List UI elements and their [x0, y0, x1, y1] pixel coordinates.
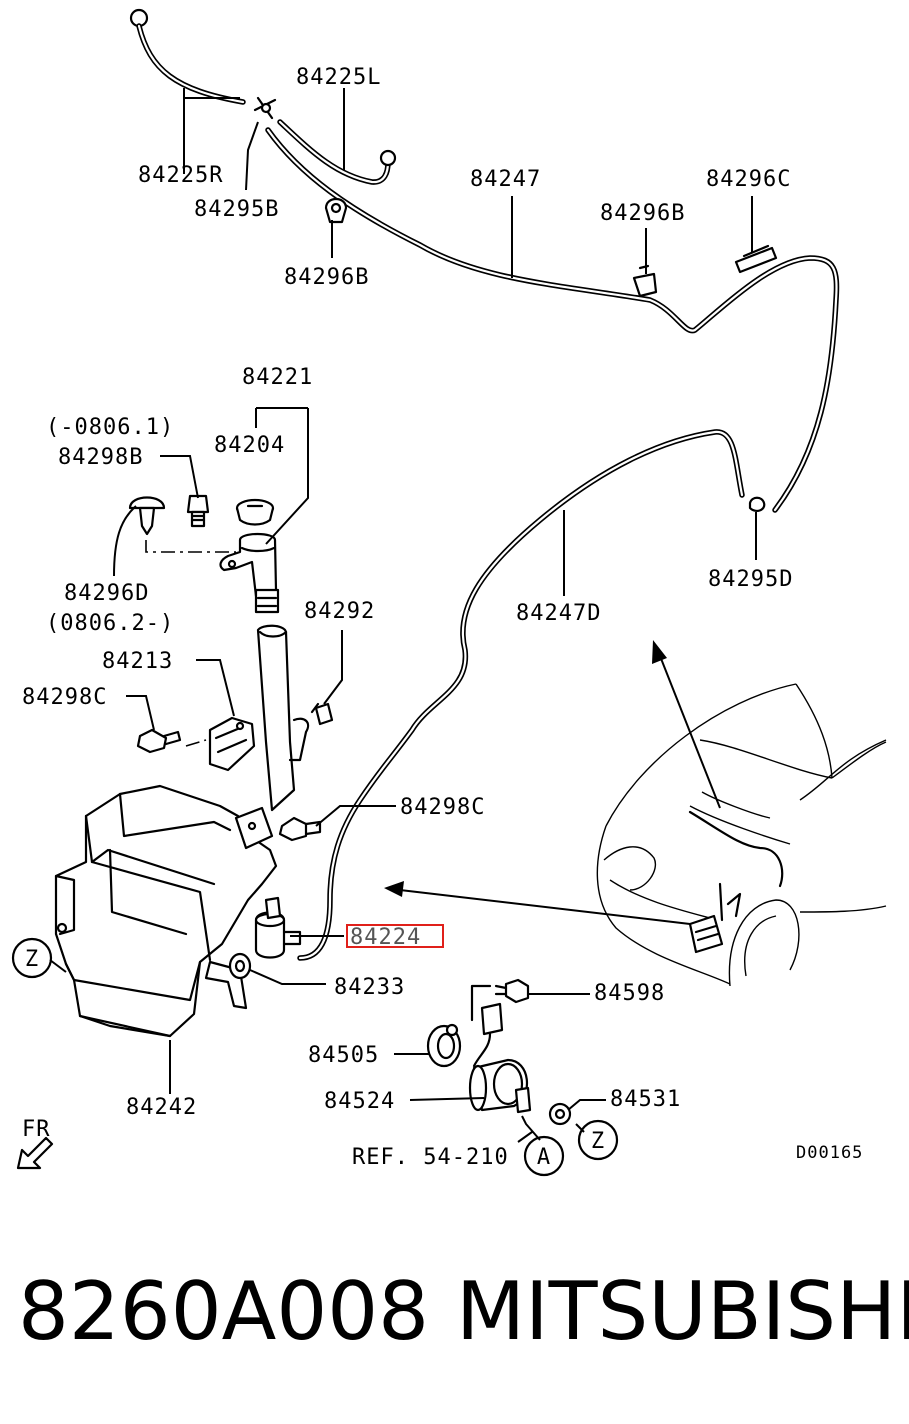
footer: 8260A008 MITSUBISHI: [0, 1262, 909, 1362]
vehicle-sketch: [596, 683, 887, 987]
callout-84296b-left[interactable]: 84296B: [284, 265, 369, 290]
grommet-84233: [228, 952, 252, 980]
svg-text:Z: Z: [25, 947, 39, 972]
part-number: 8260A008: [18, 1265, 430, 1358]
reference-note: REF. 54-210: [352, 1145, 509, 1170]
centerline-fastener: [145, 540, 236, 553]
brand-name: MITSUBISHI: [456, 1265, 909, 1358]
callout-84247[interactable]: 84247: [470, 167, 541, 192]
marker-z-right: Z: [577, 1119, 619, 1161]
pump-84224: [254, 896, 302, 959]
clip-84296b-right: [632, 264, 658, 298]
callout-84505[interactable]: 84505: [308, 1043, 379, 1068]
callout-84295d[interactable]: 84295D: [708, 567, 793, 592]
connector-84598: [494, 978, 530, 1004]
callout-84295b[interactable]: 84295B: [194, 197, 279, 222]
pointer-arrow-up: [652, 640, 721, 809]
clip-84296c: [734, 244, 778, 274]
bolt-84298b: [186, 494, 210, 528]
marker-z-left: Z: [11, 937, 53, 979]
hose-84225l: [277, 119, 397, 185]
hose-84247d: [297, 429, 745, 961]
callout-84531[interactable]: 84531: [610, 1087, 681, 1112]
svg-text:A: A: [537, 1145, 551, 1170]
callout-84204[interactable]: 84204: [214, 433, 285, 458]
joint-84295b: [253, 96, 277, 120]
bolt-84298c-top: [136, 728, 182, 754]
bracket-84213: [185, 716, 256, 772]
hose-84225r: [129, 8, 246, 105]
clip-84292: [310, 702, 334, 726]
filler-neck-84221: [219, 532, 280, 614]
callout-84224[interactable]: 84224: [350, 925, 421, 950]
callout-84298c-top[interactable]: 84298C: [22, 685, 107, 710]
marker-a: A: [523, 1135, 565, 1177]
callout-84225l[interactable]: 84225L: [296, 65, 381, 90]
callout-84242[interactable]: 84242: [126, 1095, 197, 1120]
callout-date-range-upper: (-0806.1): [46, 415, 174, 440]
bolt-84298c-mid: [278, 816, 322, 842]
joint-84295d: [748, 496, 766, 512]
highlight-box-84224: [346, 924, 444, 948]
callout-84225r[interactable]: 84225R: [138, 163, 223, 188]
svg-text:Z: Z: [591, 1129, 605, 1154]
grommet-84531: [548, 1102, 572, 1126]
callout-84296b-right[interactable]: 84296B: [600, 201, 685, 226]
filler-pipe: [256, 624, 310, 812]
harness-connector: [470, 984, 504, 1068]
callout-84598[interactable]: 84598: [594, 981, 665, 1006]
callout-84292[interactable]: 84292: [304, 599, 375, 624]
hose-84247: [265, 127, 840, 513]
drawing-code: D00165: [796, 1143, 863, 1163]
callout-84296c[interactable]: 84296C: [706, 167, 791, 192]
callout-84221[interactable]: 84221: [242, 365, 313, 390]
callout-84298b[interactable]: 84298B: [58, 445, 143, 470]
callout-84233[interactable]: 84233: [334, 975, 405, 1000]
cap-84204: [235, 498, 275, 526]
front-direction-label: FR: [22, 1117, 51, 1142]
callout-84524[interactable]: 84524: [324, 1089, 395, 1114]
callout-date-range-lower: (0806.2-): [46, 611, 174, 636]
clamp-84505: [426, 1023, 462, 1068]
callout-84298c-mid[interactable]: 84298C: [400, 795, 485, 820]
grommet-84296d: [128, 496, 166, 536]
callout-84296d[interactable]: 84296D: [64, 581, 149, 606]
clip-84296b-left: [324, 197, 348, 224]
leader-lines: [49, 88, 757, 1143]
motor-84524: [468, 1058, 532, 1114]
pointer-arrow-left: [384, 881, 691, 925]
front-direction-icon: [16, 1136, 54, 1170]
callout-84213[interactable]: 84213: [102, 649, 173, 674]
reservoir-84242: [54, 784, 278, 1038]
callout-84247d[interactable]: 84247D: [516, 601, 601, 626]
